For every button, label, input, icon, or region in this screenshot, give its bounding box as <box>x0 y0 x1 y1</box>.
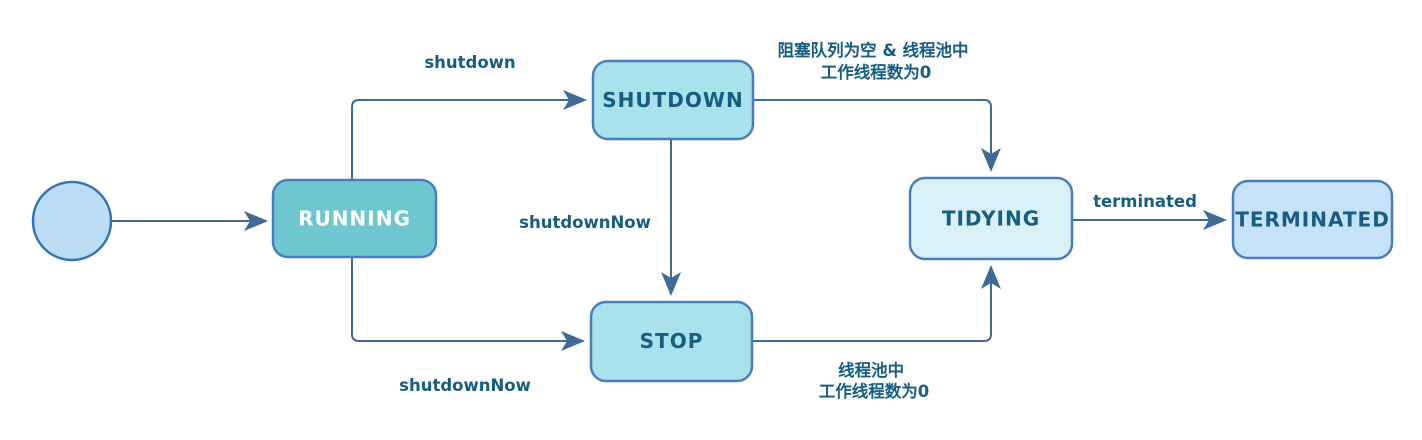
edge-label-queue-empty: 阻塞队列为空 & 线程池中 工作线程数为0 <box>778 40 975 82</box>
edge-label-queue-empty-line2: 工作线程数为0 <box>821 62 931 82</box>
edge-running-to-stop <box>351 257 585 351</box>
connectors <box>111 90 1227 351</box>
state-label-terminated: TERMINATED <box>1235 208 1390 232</box>
edge-label-terminated: terminated <box>1093 192 1197 211</box>
edge-label-pool-empty-line2: 工作线程数为0 <box>819 381 929 401</box>
state-label-tidying: TIDYING <box>942 207 1040 231</box>
edge-label-queue-empty-line1: 阻塞队列为空 & 线程池中 <box>778 40 969 60</box>
state-node-shutdown <box>591 59 755 141</box>
state-node-running <box>271 178 438 259</box>
state-label-stop: STOP <box>640 329 704 353</box>
state-node-stop <box>589 300 754 383</box>
edge-running-to-shutdown <box>351 90 587 180</box>
edge-label-pool-empty-line1: 线程池中 <box>838 360 904 380</box>
edge-label-shutdown: shutdown <box>424 53 515 72</box>
state-label-running: RUNNING <box>298 207 411 231</box>
edge-shutdown-to-tidying <box>753 99 1001 172</box>
edge-label-shutdownnow-mid: shutdownNow <box>519 213 651 232</box>
state-node-tidying <box>908 176 1074 261</box>
edge-stop-to-tidying <box>752 265 1001 342</box>
state-node-terminated <box>1231 179 1394 260</box>
state-label-shutdown: SHUTDOWN <box>602 88 743 112</box>
edge-label-shutdownnow-bottom: shutdownNow <box>399 376 531 395</box>
start-state-circle <box>31 180 113 262</box>
edge-label-pool-empty: 线程池中 工作线程数为0 <box>819 360 929 401</box>
